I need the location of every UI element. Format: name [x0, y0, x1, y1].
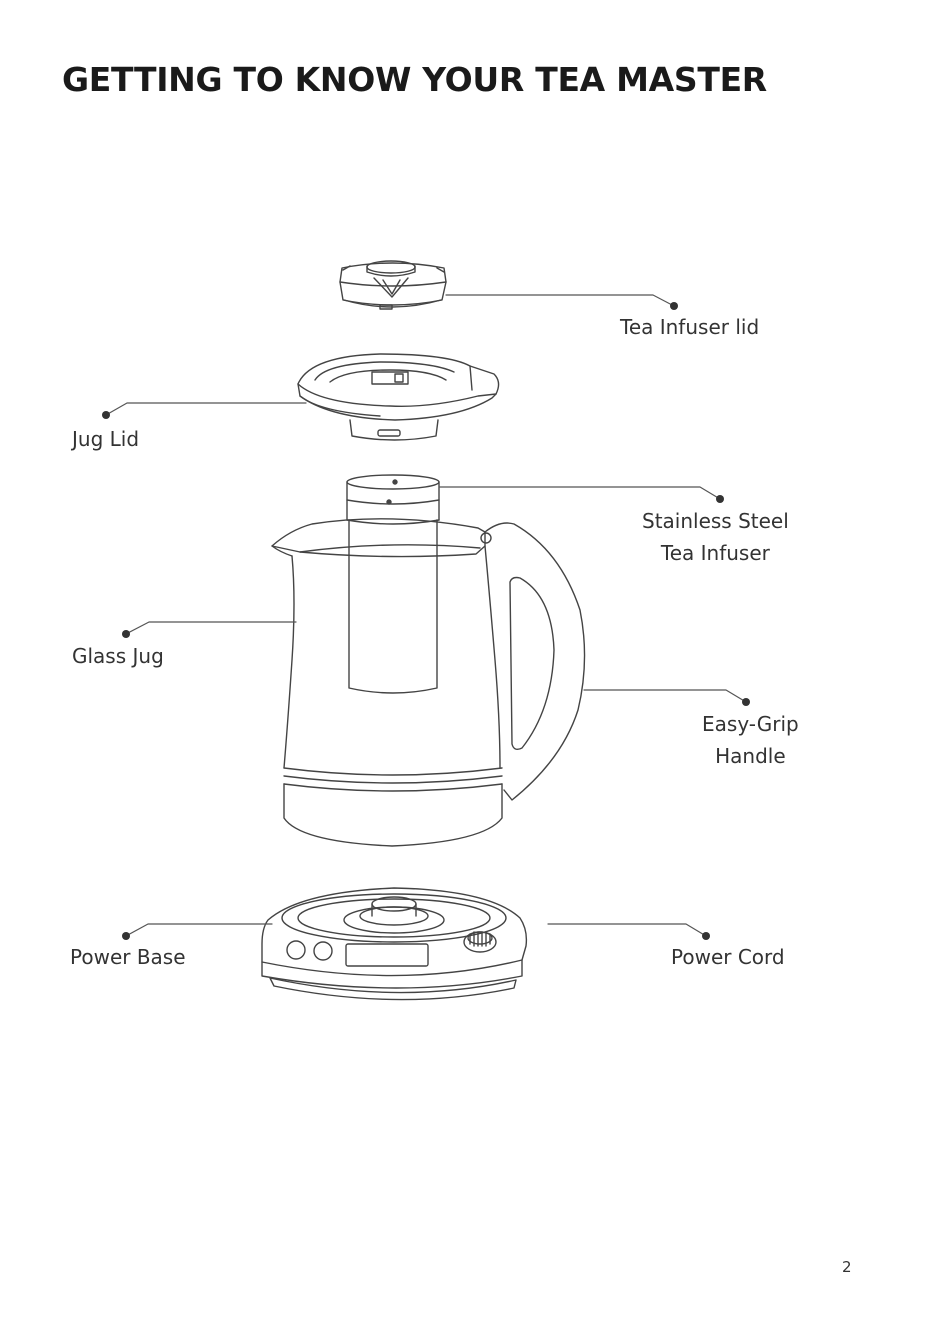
jug-lid-illustration	[298, 354, 499, 440]
glass-jug-illustration	[272, 519, 502, 846]
leader-lines	[106, 295, 746, 936]
leader-dots	[102, 302, 750, 940]
label-power-cord: Power Cord	[671, 941, 785, 973]
leader-stainless-steel-tea-infuser	[439, 487, 720, 499]
stainless-steel-tea-infuser-illustration	[347, 475, 439, 693]
label-easy-grip-line-2: Handle	[702, 740, 799, 772]
leader-jug-lid	[106, 403, 306, 415]
leader-power-base	[126, 924, 272, 936]
leader-easy-grip-handle	[584, 690, 746, 702]
label-tea-infuser-lid: Tea Infuser lid	[620, 311, 759, 343]
leader-tea-infuser-lid	[446, 295, 674, 306]
label-easy-grip-line-1: Easy-Grip	[702, 708, 799, 740]
label-glass-jug: Glass Jug	[72, 640, 164, 672]
page-number: 2	[842, 1258, 852, 1276]
label-jug-lid: Jug Lid	[72, 423, 139, 455]
tea-infuser-lid-illustration	[340, 261, 446, 309]
label-easy-grip-handle: Easy-Grip Handle	[702, 708, 799, 772]
power-base-illustration	[262, 888, 526, 1000]
leader-glass-jug	[126, 622, 296, 634]
label-stainless-steel-line-1: Stainless Steel	[642, 505, 789, 537]
label-stainless-steel-tea-infuser: Stainless Steel Tea Infuser	[642, 505, 789, 569]
leader-power-cord	[548, 924, 706, 936]
label-stainless-steel-line-2: Tea Infuser	[642, 537, 789, 569]
label-power-base: Power Base	[70, 941, 186, 973]
easy-grip-handle-illustration	[481, 523, 585, 800]
